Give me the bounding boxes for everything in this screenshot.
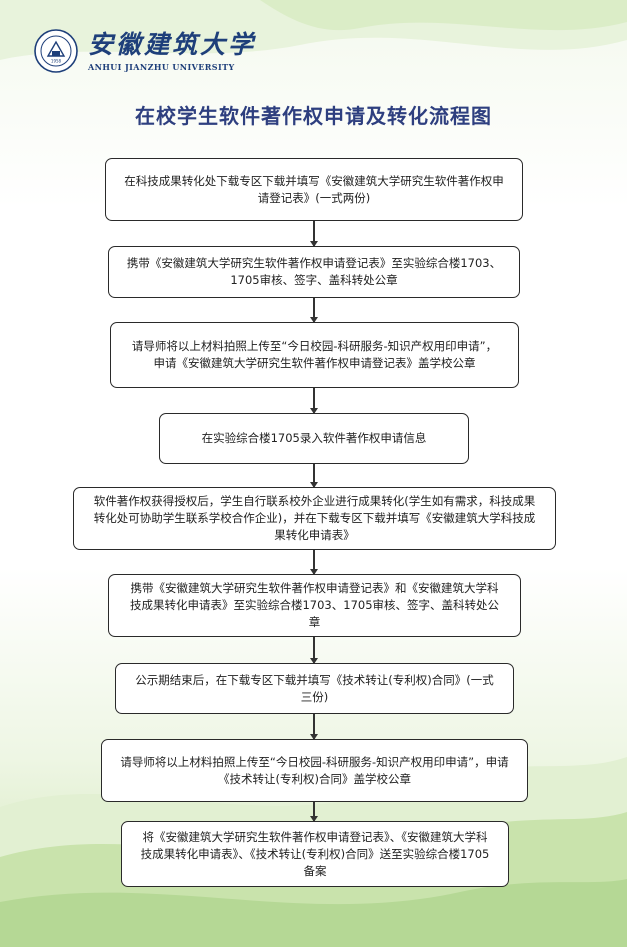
university-seal-icon: 1958 — [34, 29, 78, 73]
step-1-box: 在科技成果转化处下载专区下载并填写《安徽建筑大学研究生软件著作权申请登记表》(一… — [105, 158, 523, 221]
university-name-en: ANHUI JIANZHU UNIVERSITY — [88, 61, 235, 72]
arrow-5 — [310, 550, 317, 575]
step-2-box: 携带《安徽建筑大学研究生软件著作权申请登记表》至实验综合楼1703、1705审核… — [108, 246, 520, 298]
step-8-box: 请导师将以上材料拍照上传至“今日校园-科研服务-知识产权用印申请”，申请《技术转… — [101, 739, 528, 802]
step-9-box: 将《安徽建筑大学研究生软件著作权申请登记表》、《安徽建筑大学科技成果转化申请表》… — [121, 821, 509, 887]
arrow-8 — [310, 802, 317, 822]
step-6-box: 携带《安徽建筑大学研究生软件著作权申请登记表》和《安徽建筑大学科技成果转化申请表… — [108, 574, 521, 637]
arrow-6 — [310, 637, 317, 664]
step-7-box: 公示期结束后，在下载专区下载并填写《技术转让(专利权)合同》(一式三份) — [115, 663, 514, 714]
logo-year: 1958 — [51, 59, 62, 64]
step-5-box: 软件著作权获得授权后，学生自行联系校外企业进行成果转化(学生如有需求，科技成果转… — [73, 487, 556, 550]
arrow-2 — [310, 298, 317, 323]
university-header: 1958 安徽建筑大学 ANHUI JIANZHU UNIVERSITY — [34, 26, 256, 76]
arrow-4 — [310, 464, 317, 488]
step-4-box: 在实验综合楼1705录入软件著作权申请信息 — [159, 413, 469, 464]
arrow-3 — [310, 388, 317, 414]
page-title: 在校学生软件著作权申请及转化流程图 — [135, 104, 492, 128]
arrow-7 — [310, 714, 317, 740]
step-3-box: 请导师将以上材料拍照上传至“今日校园-科研服务-知识产权用印申请”，申请《安徽建… — [110, 322, 519, 388]
university-name-cn: 安徽建筑大学 — [88, 29, 257, 59]
arrow-1 — [310, 221, 317, 247]
